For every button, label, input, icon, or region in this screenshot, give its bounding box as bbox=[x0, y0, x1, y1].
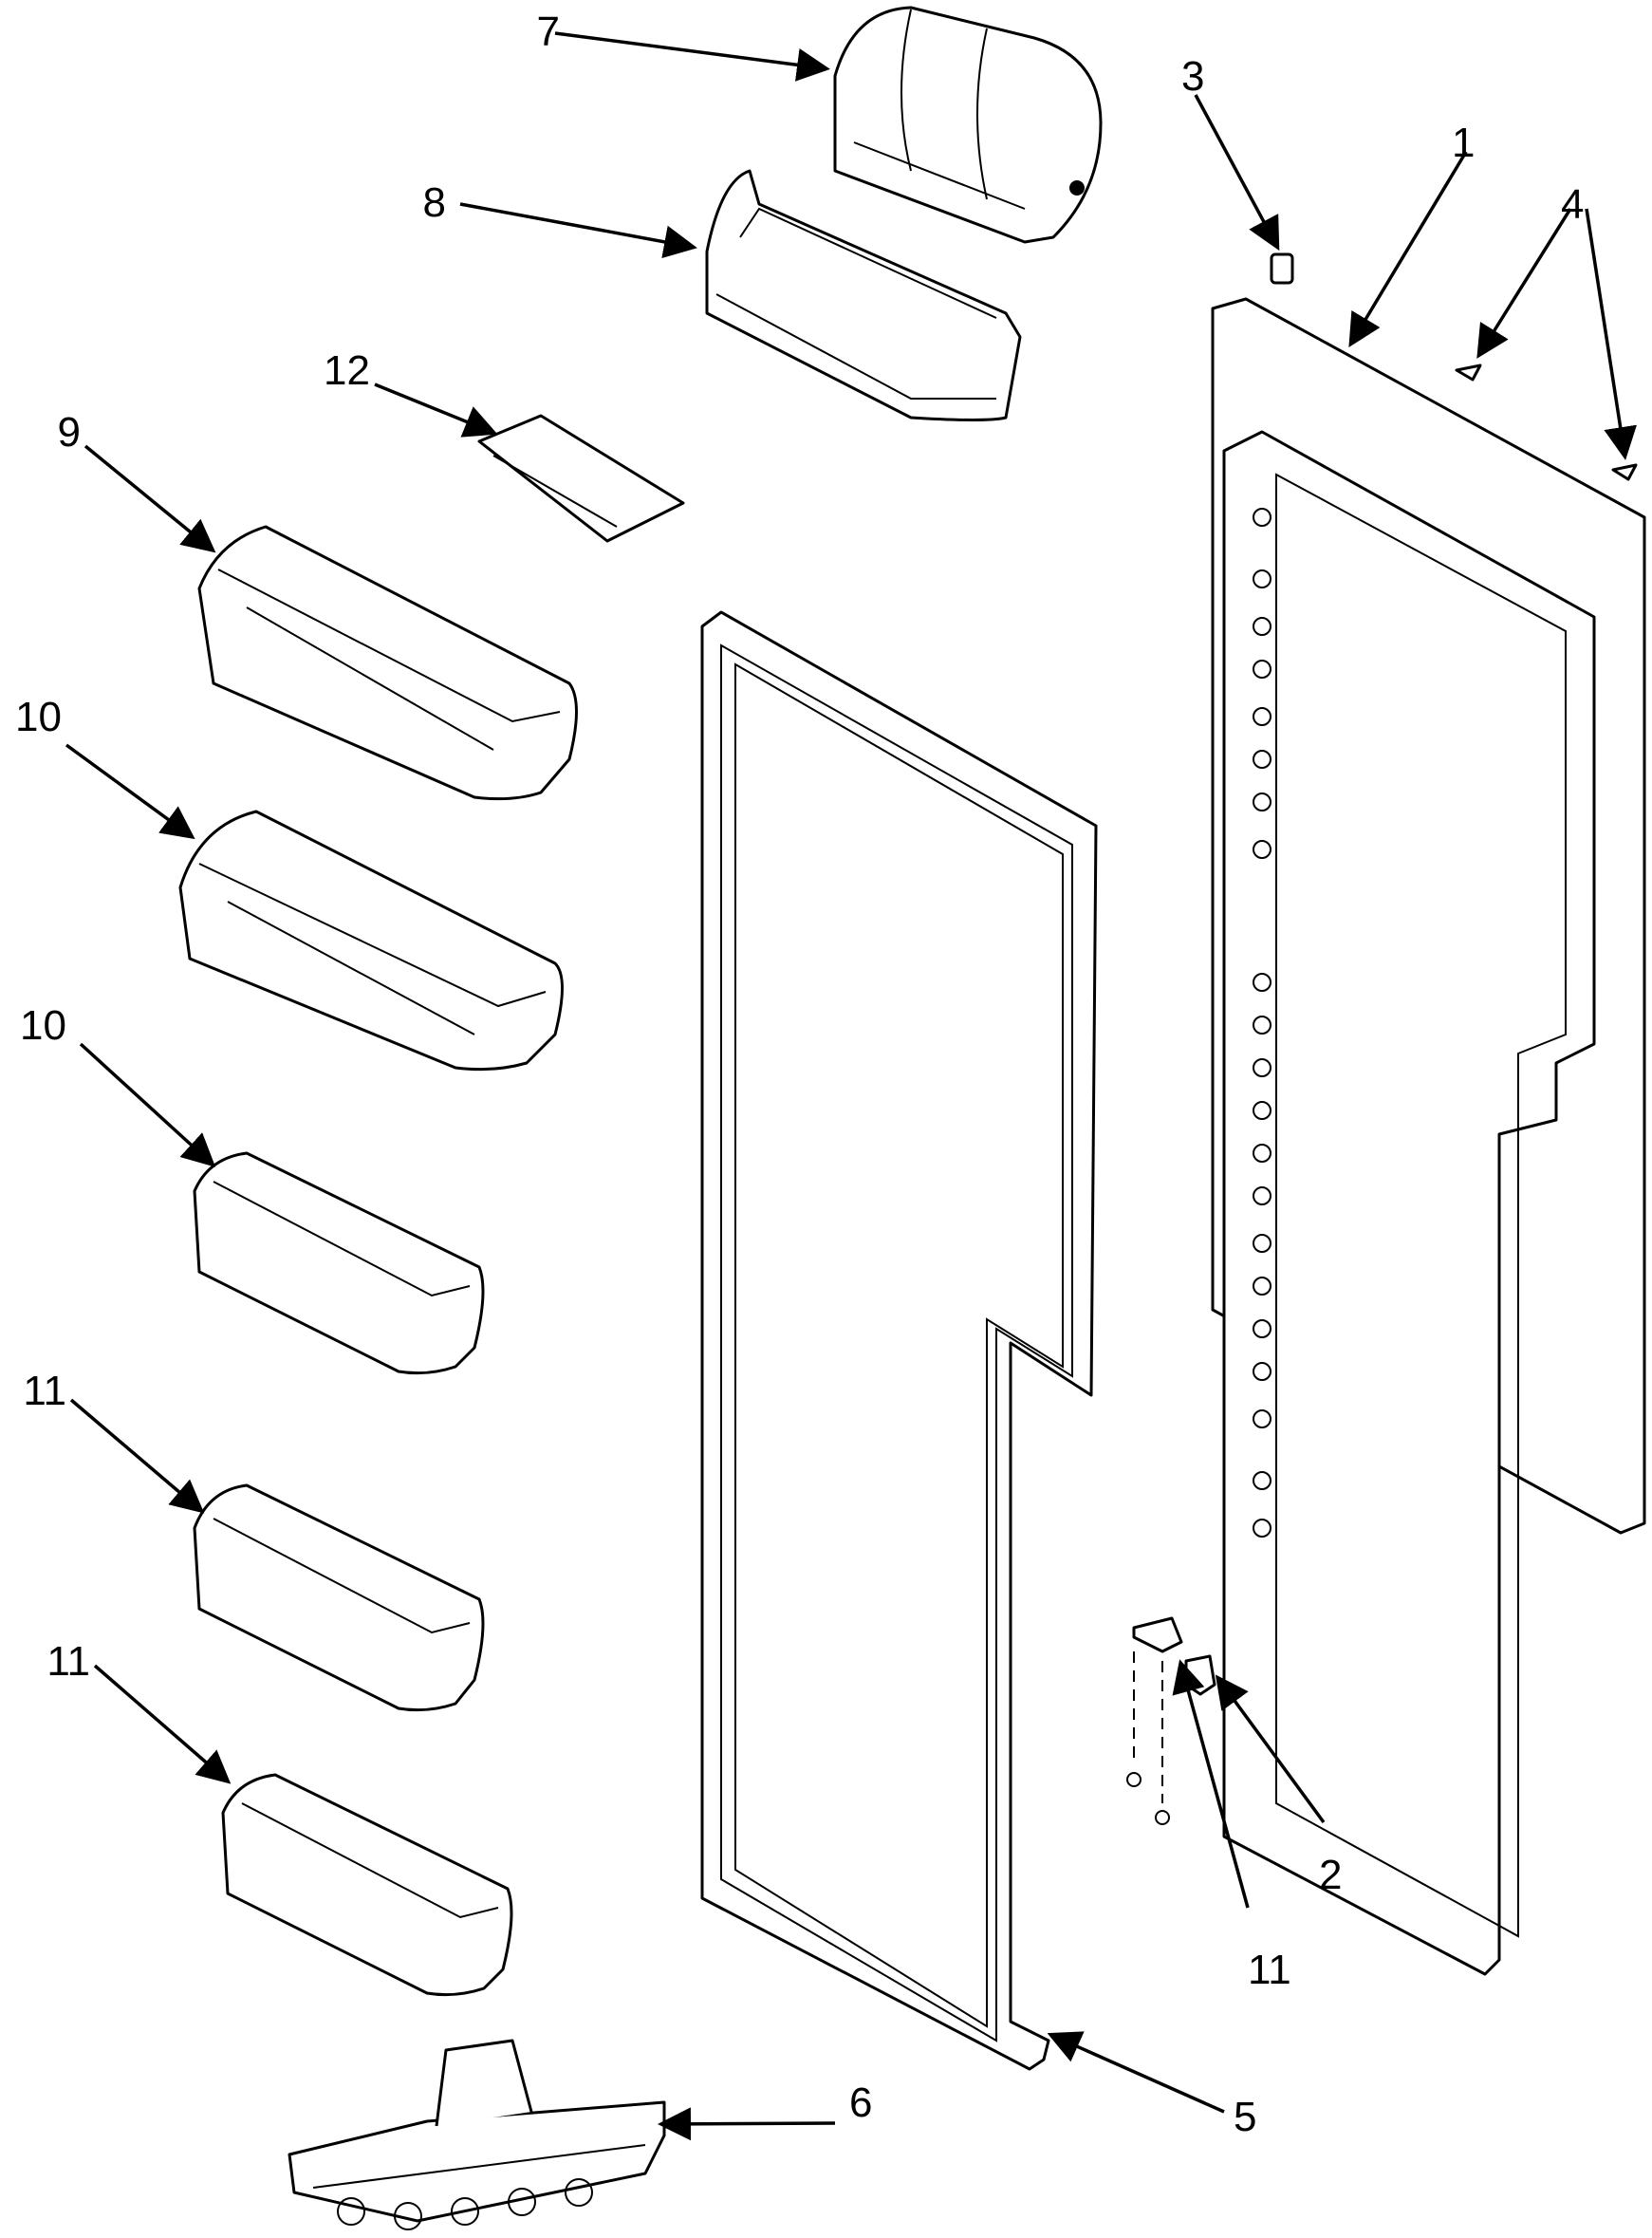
callout-10-top: 9 bbox=[58, 409, 81, 456]
callout-9: 8 bbox=[423, 179, 446, 226]
leader-lines bbox=[65, 31, 1638, 2141]
part-5-caps bbox=[1455, 364, 1638, 481]
callout-5: 4 bbox=[1561, 181, 1584, 228]
part-11-bin-3 bbox=[221, 1773, 513, 1997]
part-4-bracket bbox=[1126, 1616, 1183, 1825]
callout-7: 5 bbox=[1234, 2094, 1256, 2140]
callout-10-bottom: 10 bbox=[15, 694, 62, 740]
callout-6: 6 bbox=[849, 2079, 872, 2126]
callout-labels: 7 8 12 9 10 10 11 11 6 5 3 1 4 2 11 bbox=[15, 9, 1584, 2140]
part-10-bin-bottom bbox=[178, 810, 564, 1072]
part-12-card bbox=[477, 414, 685, 543]
part-2-pin bbox=[1184, 1654, 1216, 1696]
callout-11-first: 10 bbox=[20, 1002, 66, 1049]
part-1-door bbox=[1211, 297, 1646, 1976]
part-8-cover bbox=[833, 6, 1103, 244]
part-6-egg-tray bbox=[288, 2039, 666, 2230]
part-3-plug bbox=[1270, 252, 1294, 285]
callout-2: 2 bbox=[1319, 1852, 1342, 1898]
callout-8: 7 bbox=[537, 9, 560, 55]
part-9-bin bbox=[705, 169, 1022, 421]
callout-11-second: 11 bbox=[23, 1368, 66, 1414]
callout-4: 11 bbox=[1248, 1947, 1291, 1993]
part-11-bin-2 bbox=[193, 1483, 485, 1712]
callout-12: 12 bbox=[324, 347, 370, 394]
door-shelf-pegs bbox=[1253, 508, 1271, 1538]
part-11-bin-1 bbox=[193, 1151, 485, 1375]
callout-3: 3 bbox=[1181, 53, 1204, 100]
part-7-gasket bbox=[700, 610, 1098, 2071]
callout-11-third: 11 bbox=[46, 1638, 90, 1685]
callout-1: 1 bbox=[1452, 120, 1475, 166]
part-10-bin-top bbox=[197, 525, 578, 801]
